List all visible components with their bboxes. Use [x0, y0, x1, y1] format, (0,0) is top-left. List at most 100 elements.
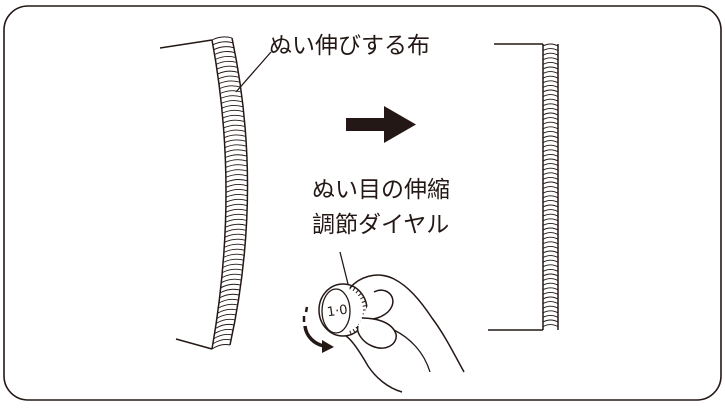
- stitch: [542, 222, 559, 226]
- stitch: [217, 70, 239, 75]
- stitch: [221, 100, 243, 104]
- stitch: [225, 169, 248, 173]
- stitch: [542, 268, 559, 272]
- stitch: [224, 149, 247, 153]
- stitch: [542, 291, 559, 295]
- stitch: [215, 323, 235, 329]
- stitch: [225, 174, 248, 178]
- stitch: [542, 66, 559, 70]
- stitch: [542, 98, 559, 102]
- stitch: [218, 75, 240, 80]
- stitch: [225, 159, 248, 163]
- stitch: [216, 313, 237, 319]
- stitch: [542, 57, 559, 61]
- stitch: [222, 114, 245, 119]
- stitch: [225, 203, 248, 208]
- stitch: [542, 241, 559, 245]
- stitch: [225, 179, 248, 183]
- stitch: [542, 130, 559, 134]
- hand-back: [349, 274, 465, 373]
- stitch: [542, 121, 559, 125]
- stitch: [217, 308, 237, 314]
- palm-line: [393, 329, 431, 373]
- stitch: [542, 84, 559, 88]
- stitch: [542, 75, 559, 79]
- stitch: [222, 109, 244, 114]
- stitch: [223, 248, 245, 253]
- stitch: [220, 283, 241, 289]
- dial-scale-label: 1·0: [326, 303, 349, 321]
- middle-finger: [356, 317, 397, 349]
- stitch: [542, 117, 559, 120]
- stitch: [222, 119, 245, 124]
- stitch: [542, 149, 559, 153]
- knurl-line: [357, 292, 362, 297]
- stitch: [213, 46, 235, 51]
- stitch: [225, 198, 248, 203]
- stitch: [224, 144, 247, 149]
- stretched-fabric: [159, 36, 249, 350]
- stitch: [225, 184, 248, 188]
- fabric-bottom-edge: [175, 338, 213, 350]
- stitch: [542, 140, 559, 143]
- stitch: [225, 193, 248, 198]
- knurl-line: [362, 305, 367, 307]
- dial-label-line2: 調節ダイヤル: [312, 212, 450, 238]
- stitch: [225, 218, 247, 223]
- dial-face: [321, 288, 351, 334]
- stitch: [542, 232, 559, 235]
- stitch: [216, 65, 238, 70]
- stitch: [214, 51, 236, 55]
- stitch: [223, 253, 245, 258]
- stitch: [224, 238, 246, 243]
- stitch: [542, 209, 559, 212]
- stitch: [542, 273, 559, 277]
- stitch: [542, 126, 559, 130]
- stitch: [218, 80, 241, 85]
- stitch: [225, 208, 248, 213]
- dial-label-line1: ぬい目の伸縮: [312, 177, 450, 203]
- stretched-fabric-label: ぬい伸びする布: [269, 33, 430, 59]
- overlock-stitches-curved: [211, 36, 248, 350]
- stitch: [224, 139, 247, 144]
- stitch: [542, 278, 559, 281]
- stitch: [222, 263, 244, 268]
- stitch: [542, 282, 559, 286]
- stitch: [542, 103, 559, 107]
- stitch: [542, 112, 559, 116]
- knurl-line: [355, 289, 359, 294]
- stitch: [215, 318, 236, 324]
- stitch: [542, 195, 559, 199]
- stitch: [542, 61, 559, 65]
- stitch: [223, 129, 246, 134]
- stitch: [542, 167, 559, 171]
- stitch: [225, 154, 248, 158]
- overlock-stitches-straight: [542, 43, 559, 327]
- stitch: [211, 344, 231, 350]
- stitch: [542, 80, 559, 84]
- stitch: [542, 94, 559, 97]
- stitch: [542, 259, 559, 263]
- frame-border: [3, 5, 722, 401]
- stitch: [220, 95, 243, 99]
- stitch: [542, 310, 559, 314]
- stitch: [542, 135, 559, 139]
- stitch: [224, 233, 246, 238]
- stitch: [542, 287, 559, 291]
- stitch: [216, 60, 237, 65]
- stitch: [542, 181, 559, 185]
- stitch: [219, 288, 241, 294]
- stitch: [542, 153, 559, 157]
- rotate-arrow-icon: [302, 306, 334, 353]
- stitch: [215, 55, 237, 60]
- stitch: [542, 319, 559, 323]
- stitch: [542, 52, 559, 56]
- stitch: [224, 134, 246, 139]
- stitch: [542, 71, 559, 74]
- stitch: [221, 273, 243, 279]
- stitch: [542, 186, 559, 189]
- stitch: [225, 189, 248, 193]
- arrow-right-icon: [346, 106, 416, 143]
